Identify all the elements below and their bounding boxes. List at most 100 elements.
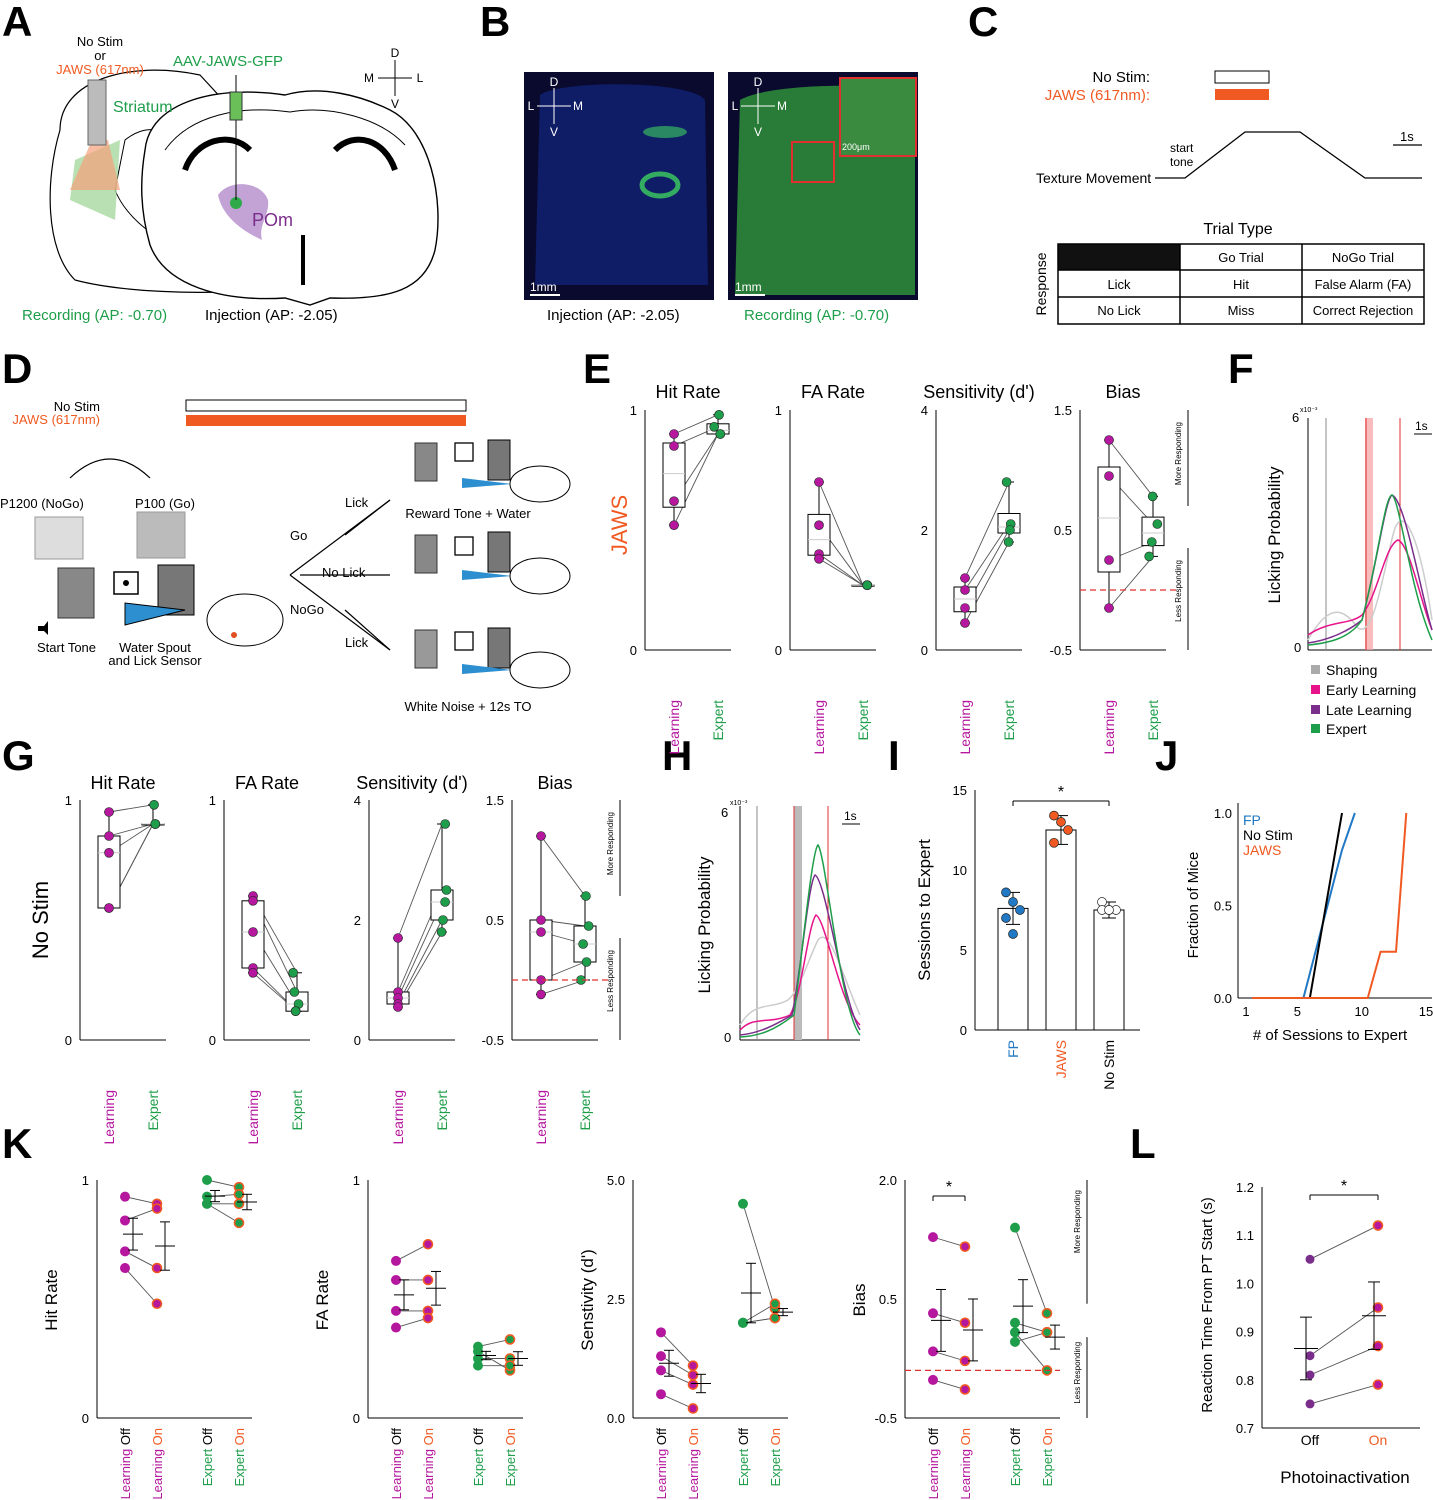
y-tick-label: 1 xyxy=(630,403,637,418)
d-nostim-bar xyxy=(185,399,467,412)
k-x-label: Learning On xyxy=(958,1428,973,1500)
box xyxy=(1097,466,1121,573)
x-label-expert: Expert xyxy=(1145,700,1161,741)
response-label: Response xyxy=(1033,252,1049,315)
k-point-off xyxy=(202,1198,212,1209)
start-tone-line2: tone xyxy=(1170,155,1194,169)
data-point xyxy=(1152,519,1163,529)
f-trace-shaping xyxy=(1307,520,1433,641)
outcome-noise xyxy=(414,627,571,689)
pair-line xyxy=(673,414,719,435)
l-pair-line xyxy=(1309,1384,1379,1405)
k-pair-line xyxy=(124,1267,158,1305)
data-point xyxy=(1104,555,1114,565)
k-pair-line xyxy=(1014,1332,1048,1371)
k-point-off xyxy=(656,1351,666,1362)
lick-bottom-label: Lick xyxy=(345,635,369,650)
y-tick-label: 0.5 xyxy=(1054,523,1072,538)
j-y-tick: 1.0 xyxy=(1214,806,1232,821)
x-label-learning: Learning xyxy=(1101,700,1117,755)
k-y-tick: 5.0 xyxy=(607,1173,625,1188)
data-point xyxy=(1104,603,1114,613)
l-point-off xyxy=(1305,1254,1315,1264)
x-label-learning: Learning xyxy=(666,700,682,755)
k-point-on xyxy=(151,1262,163,1274)
k-pair-line xyxy=(932,1236,966,1248)
legend-swatch-shaping xyxy=(1311,665,1320,674)
table-header-go: Go Trial xyxy=(1218,250,1264,265)
data-point xyxy=(536,989,546,1000)
table-corner xyxy=(1058,244,1180,270)
legend-late-learning: Late Learning xyxy=(1326,702,1412,718)
i-data-point xyxy=(1001,887,1011,898)
subplot-title: FA Rate xyxy=(235,773,299,793)
i-data-point xyxy=(1063,825,1073,835)
data-point xyxy=(436,927,447,937)
k-point-on xyxy=(504,1334,516,1345)
k-point-on xyxy=(687,1360,699,1371)
pair-line xyxy=(964,481,1010,579)
y-tick-label: 1.5 xyxy=(486,793,504,808)
x-label-learning: Learning xyxy=(390,1090,406,1145)
scale-label-2: 1mm xyxy=(735,280,762,294)
h-trace-expert xyxy=(739,843,861,1038)
l-y-tick: 0.8 xyxy=(1236,1373,1254,1388)
x-label-learning: Learning xyxy=(245,1090,261,1145)
y-tick-label: 0 xyxy=(209,1033,216,1048)
x-label-expert: Expert xyxy=(434,1090,450,1131)
f-ylabel: Licking Probability xyxy=(1265,466,1284,604)
i-data-point xyxy=(1104,905,1114,915)
i-data-point xyxy=(1008,929,1018,939)
y-tick-label: 1.5 xyxy=(1054,403,1072,418)
k-y-tick: 0 xyxy=(353,1411,360,1426)
k-x-label: Expert On xyxy=(768,1428,783,1487)
pair-line xyxy=(108,804,154,813)
x-label-expert: Expert xyxy=(145,1090,161,1131)
y-tick-label: 2 xyxy=(354,913,361,928)
subplot-title: Hit Rate xyxy=(655,382,720,402)
compass-b2: D V L M xyxy=(732,75,787,139)
data-point xyxy=(960,603,970,613)
i-data-point xyxy=(1001,913,1011,923)
k-x-label: Learning On xyxy=(421,1428,436,1500)
cortex-contour xyxy=(164,109,406,151)
data-point xyxy=(583,921,594,931)
panel-label-f: F xyxy=(1228,345,1254,392)
y-tick-label: 4 xyxy=(921,403,928,418)
k-x-label: Expert Off xyxy=(1008,1428,1023,1487)
k-point-on xyxy=(687,1379,699,1390)
k-pair-line xyxy=(1014,1322,1048,1333)
i-data-point xyxy=(1015,905,1025,915)
l-point-on xyxy=(1372,1302,1384,1313)
e-row-label: JAWS xyxy=(607,495,632,555)
k-x-label: Learning On xyxy=(686,1428,701,1500)
data-point xyxy=(440,897,450,907)
legend-swatch-expert xyxy=(1311,724,1320,733)
k-point-off xyxy=(1010,1222,1020,1233)
l-xlabel: Photoinactivation xyxy=(1280,1468,1409,1487)
k-pair-line xyxy=(395,1243,429,1262)
data-point xyxy=(1104,471,1114,481)
speaker-icon xyxy=(38,621,48,635)
f-scale-label: 1s xyxy=(1415,419,1428,433)
y-tick-label: 0 xyxy=(65,1033,72,1048)
panel-label-l: L xyxy=(1130,1120,1156,1167)
k-point-off xyxy=(473,1360,483,1371)
j-y-tick: 0.5 xyxy=(1214,899,1232,914)
subplot-title: FA Rate xyxy=(801,382,865,402)
l-point-on xyxy=(1372,1379,1384,1390)
y-tick-label: -0.5 xyxy=(1050,643,1072,658)
l-point-off xyxy=(1305,1351,1315,1361)
start-tone-line1: start xyxy=(1170,141,1194,155)
k-point-off xyxy=(656,1365,666,1376)
data-point xyxy=(441,885,452,895)
k-pair-line xyxy=(1014,1331,1048,1343)
